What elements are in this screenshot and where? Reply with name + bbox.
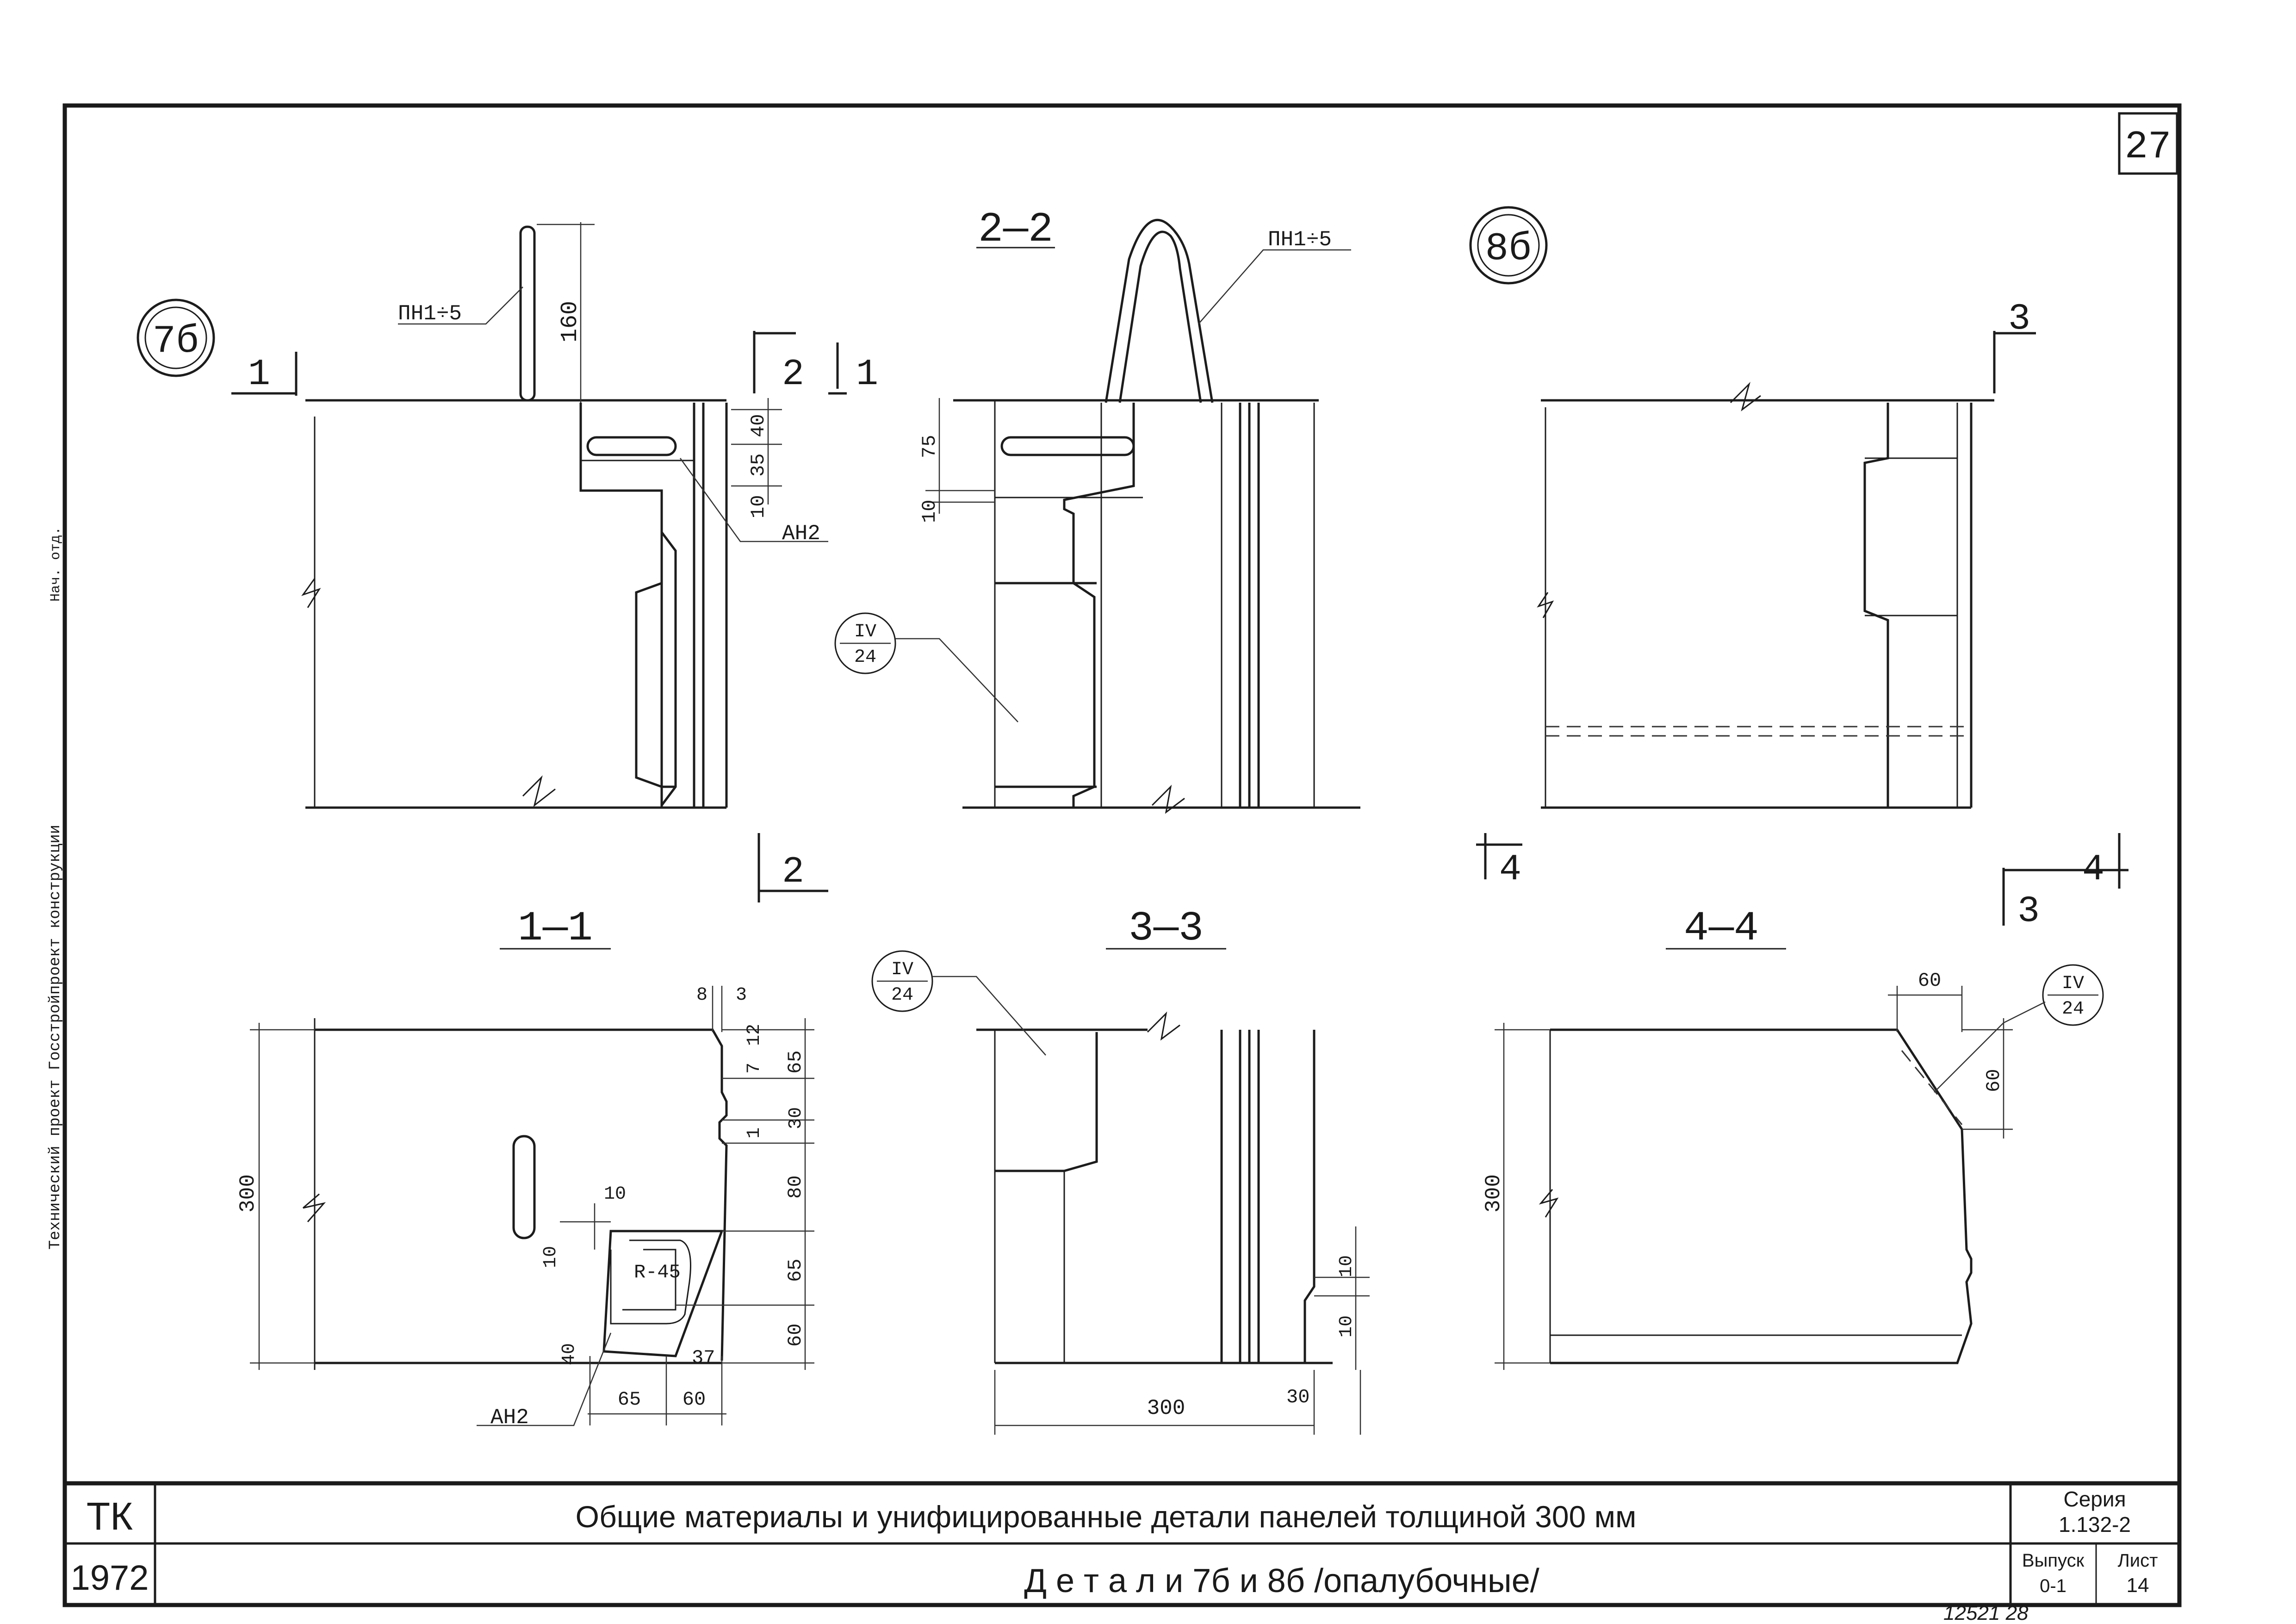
dim-7: 7	[744, 1063, 765, 1074]
section-2-2-title: 2—2	[978, 206, 1053, 254]
cut-mark-3-top: 3	[2008, 298, 2030, 340]
ref-a-top: IV	[854, 622, 876, 642]
section-3-3-title: 3—3	[1129, 905, 1204, 952]
page-number: 27	[2125, 125, 2172, 169]
cut-mark-2-top: 2	[782, 354, 804, 396]
cut-mark-4-right: 4	[2082, 849, 2104, 891]
dim-60d: 60	[1983, 1069, 2005, 1092]
section-2-2: 2—2 ПН1÷5 75 10 IV 24	[834, 206, 1360, 814]
title-block: ТК 1972 Общие материалы и унифицированны…	[70, 1487, 2158, 1599]
dim-65b: 65	[784, 1259, 807, 1282]
dim-10c: 10	[604, 1184, 626, 1205]
ref-circle-a	[834, 612, 896, 674]
sheet-frame	[62, 103, 2182, 1607]
title-block-org: ТК	[87, 1494, 133, 1538]
ref-b-top: IV	[891, 959, 913, 980]
ref-circle-c	[2042, 964, 2104, 1026]
series-label: Серия	[2064, 1487, 2126, 1511]
detail-8b-marker	[1469, 206, 1548, 285]
section-4-4: 4—4 300 60 60 IV 24	[1482, 905, 2104, 1370]
issue-label: Выпуск	[2022, 1550, 2085, 1571]
dim-10b: 10	[918, 500, 941, 523]
series-value: 1.132-2	[2059, 1512, 2131, 1537]
section-1-1: 1—1 300 R-45 7 12 65 30 1 80 65 60	[236, 905, 814, 1430]
dim-10a: 10	[747, 495, 769, 518]
left-margin-text: Технический проект Госстройпроект констр…	[47, 825, 64, 1250]
section-3-3: 3—3 300 30 10 10 IV 24	[871, 905, 1370, 1435]
dim-300a: 300	[236, 1174, 260, 1213]
dim-3: 3	[736, 985, 747, 1006]
dim-12: 12	[744, 1024, 765, 1046]
sheet-value: 14	[2127, 1574, 2149, 1597]
detail-8b-label: 8б	[1485, 227, 1532, 271]
dim-160: 160	[557, 301, 583, 342]
callout-pn-2-2: ПН1÷5	[1268, 228, 1332, 252]
cut-mark-4-left: 4	[1499, 849, 1521, 891]
cut-mark-1-left: 1	[248, 354, 270, 396]
ref-b-bottom: 24	[891, 985, 913, 1006]
dim-1: 1	[744, 1127, 765, 1139]
dim-37: 37	[692, 1347, 715, 1369]
ref-c-top: IV	[2062, 973, 2084, 994]
dim-65c: 65	[618, 1388, 641, 1411]
detail-8b-view: 8б 3 4 3 4	[1469, 206, 2128, 933]
ref-circle-b	[871, 950, 933, 1012]
callout-an2-top: АН2	[782, 522, 820, 546]
dim-40: 40	[747, 414, 769, 437]
callout-an2-bottom: АН2	[490, 1406, 529, 1430]
section-1-1-title: 1—1	[518, 905, 593, 952]
left-margin-sign: Нач. отд.	[48, 527, 64, 602]
dim-60a: 60	[784, 1324, 807, 1347]
cut-mark-1-right: 1	[856, 354, 878, 396]
issue-value: 0-1	[2040, 1576, 2066, 1596]
dim-10e: 10	[1336, 1255, 1357, 1277]
cut-mark-3-bottom: 3	[2017, 890, 2040, 933]
title-block-year: 1972	[70, 1558, 149, 1598]
dim-300c: 300	[1482, 1174, 1506, 1213]
radius-r45: R-45	[634, 1261, 681, 1283]
title-line-1: Общие материалы и унифицированные детали…	[576, 1500, 1637, 1534]
page-number-box	[2118, 112, 2178, 175]
dim-300b: 300	[1147, 1396, 1185, 1420]
dim-35: 35	[747, 454, 769, 477]
dim-40b: 40	[559, 1343, 580, 1365]
dim-10f: 10	[1336, 1315, 1357, 1338]
ref-a-bottom: 24	[854, 647, 876, 668]
dim-60c: 60	[1918, 970, 1941, 992]
title-line-2: Д е т а л и 7б и 8б /опалубочные/	[1024, 1562, 1539, 1599]
archive-stamp: 12521 28	[1943, 1602, 2029, 1624]
detail-7b-marker	[137, 299, 215, 377]
dim-8: 8	[696, 985, 707, 1006]
ref-c-bottom: 24	[2062, 999, 2084, 1020]
dim-75: 75	[918, 435, 941, 458]
dim-65a: 65	[784, 1051, 807, 1074]
section-4-4-title: 4—4	[1684, 905, 1759, 952]
dim-30a: 30	[786, 1107, 807, 1129]
cut-mark-2-bottom: 2	[782, 851, 804, 893]
callout-pn-7b: ПН1÷5	[398, 302, 462, 326]
detail-7b-label: 7б	[153, 320, 199, 364]
detail-7b-view: 7б 1 160 ПН1÷5 АН2 40	[137, 222, 878, 902]
dim-30b: 30	[1286, 1386, 1309, 1408]
sheet-label: Лист	[2118, 1550, 2158, 1571]
dim-60b: 60	[683, 1388, 706, 1411]
dim-80: 80	[784, 1176, 807, 1199]
dim-10d: 10	[540, 1246, 561, 1268]
